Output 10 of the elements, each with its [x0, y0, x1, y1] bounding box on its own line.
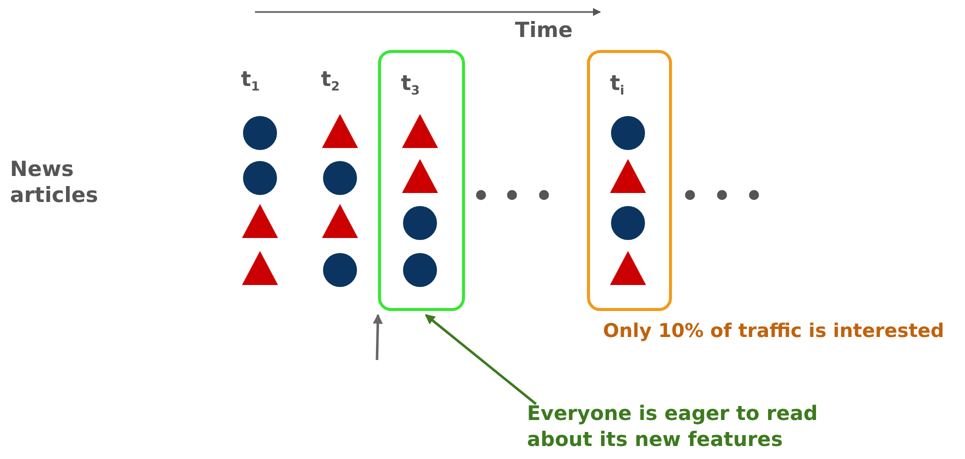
annotation-text: Only 10% of traffic is interested: [603, 320, 944, 342]
arrow: [372, 314, 383, 360]
text-label: News articles: [10, 156, 100, 208]
time-step-label: t$_{i}$: [610, 71, 624, 98]
annotation-text: Everyone is eager to read about its new features: [527, 400, 827, 452]
axis-label: Time: [515, 17, 573, 44]
arrow: [424, 314, 537, 405]
text-label: t$_{1}$: [241, 66, 260, 94]
text-label: t$_{2}$: [321, 66, 340, 94]
time-step-label: t$_{3}$: [401, 71, 420, 98]
